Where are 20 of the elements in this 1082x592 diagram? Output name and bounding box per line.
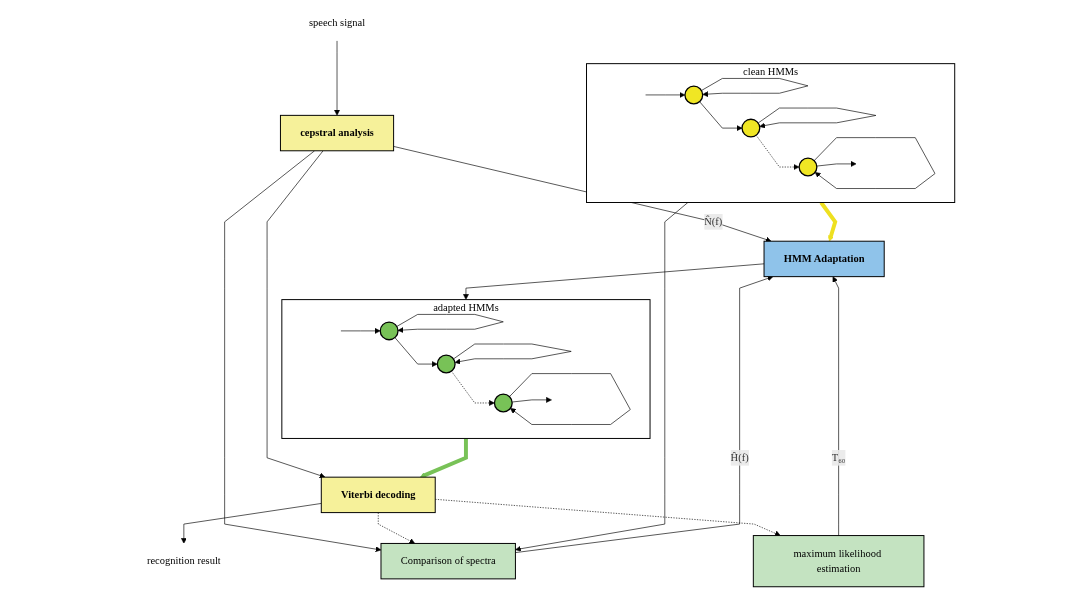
node-box: cepstral analysis [279, 114, 395, 152]
node-circle [798, 157, 818, 177]
arrow [819, 201, 838, 242]
node-box: Comparison of spectra [380, 542, 516, 580]
edge-label: T₆₀ [831, 451, 846, 464]
cluster: adapted HMMs [281, 299, 651, 439]
node-circle [379, 321, 399, 341]
edge-label: Ĥ(f) [730, 451, 749, 464]
node-circle [684, 85, 704, 105]
node-box: maximum likelihood estimation [752, 535, 925, 588]
arrow [419, 438, 468, 478]
node-circle [741, 118, 761, 138]
node-box: Viterbi decoding [320, 476, 436, 514]
node-circle [493, 393, 513, 413]
edge-label: N̂(f) [704, 215, 723, 228]
node-circle [436, 354, 456, 374]
node-text: recognition result [146, 555, 221, 567]
cluster: clean HMMs [586, 63, 956, 203]
node-box: HMM Adaptation [763, 240, 885, 278]
node-text: speech signal [308, 17, 366, 29]
